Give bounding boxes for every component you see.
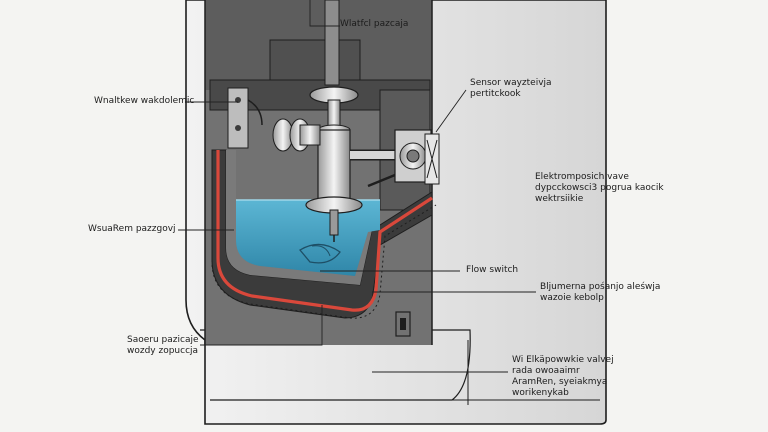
leader-water-intake — [309, 0, 340, 27]
label-sensor-line-2: pertitckook — [470, 89, 521, 99]
heating-bracket — [227, 87, 263, 149]
leader-water-level — [200, 305, 323, 346]
label-electromagnetic-valve-line-2: dypcckowsci3 pogrua kaocik — [535, 183, 664, 193]
water-body — [226, 200, 380, 276]
label-heating-plate-line-2: wazoie kebolp — [540, 293, 604, 303]
label-electromagnetic-valve: Elektromposich vave dypcckowsci3 pogrua … — [535, 172, 664, 205]
label-water-intake-line-1: Wlatfcl pazcaja — [340, 19, 409, 29]
label-heating-element: Wnaltkew wakdolemic — [94, 96, 194, 107]
heating-element — [211, 150, 437, 319]
label-water-level-sensor-line-1: Saoeru pazicaje — [127, 335, 199, 345]
side-port — [395, 311, 411, 337]
label-water-container: WsuaRem pazzgovj — [88, 224, 176, 235]
label-outlet-valve-line-3: AramRen, syeiakmya — [512, 377, 608, 387]
label-outlet-valve-line-2: rada owoaaimr — [512, 366, 580, 376]
pipe-assembly — [272, 118, 432, 188]
label-outlet-valve-line-4: worikenykab — [512, 388, 569, 398]
label-water-container-line-1: WsuaRem pazzgovj — [88, 224, 176, 234]
label-water-level-sensor: Saoeru pazicaje wozdy zopuccja — [127, 335, 199, 357]
leader-lines — [178, 0, 536, 373]
label-heating-element-line-1: Wnaltkew wakdolemic — [94, 96, 195, 106]
label-heating-plate-line-1: Bljumerna pośanjo aleśwja — [540, 282, 661, 292]
label-water-intake: Wlatfcl pazcaja — [340, 19, 408, 30]
leader-sensor — [435, 89, 467, 133]
label-flow-switch-line-1: Flow switch — [466, 265, 519, 275]
label-heating-plate: Bljumerna pośanjo aleśwja wazoie kebolp — [540, 282, 660, 304]
label-water-level-sensor-line-2: wozdy zopuccja — [127, 346, 199, 356]
label-electromagnetic-valve-line-1: Elektromposich vave — [535, 172, 629, 182]
label-outlet-valve: Wi Elkäpowwkie valvej rada owoaaimr Aram… — [512, 355, 614, 399]
sensor-box — [424, 133, 440, 185]
label-sensor-line-1: Sensor wayzteivja — [470, 78, 552, 88]
label-electromagnetic-valve-line-3: wektrsiikie — [535, 194, 584, 204]
label-outlet-valve-line-1: Wi Elkäpowwkie valvej — [512, 355, 614, 365]
label-flow-switch: Flow switch — [466, 265, 518, 276]
label-sensor: Sensor wayzteivja pertitckook — [470, 78, 552, 100]
